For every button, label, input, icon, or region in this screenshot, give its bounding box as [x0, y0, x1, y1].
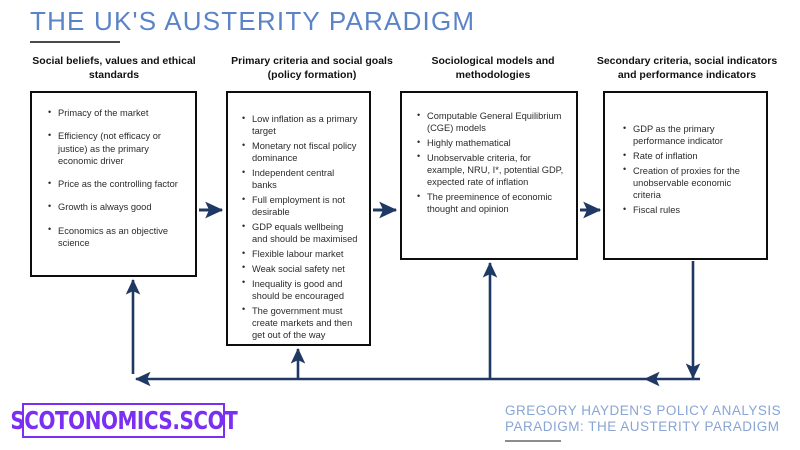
list-item: Creation of proxies for the unobservable… [621, 164, 756, 202]
column-header-2: Primary criteria and social goals (polic… [231, 55, 393, 82]
list-item: Highly mathematical [415, 137, 566, 149]
list-item: The government must create markets and t… [240, 304, 361, 342]
list-item: Monetary not fiscal policy dominance [240, 140, 361, 165]
list-item: Fiscal rules [621, 204, 756, 216]
list-item: Inequality is good and should be encoura… [240, 277, 361, 303]
list-item: Independent central banks [240, 167, 361, 192]
flow-box-sociological-models: Computable General Equilibrium (CGE) mod… [400, 91, 578, 260]
logo-text: SCOTONOMICS.SCOT [10, 406, 237, 435]
list-item: Rate of inflation [621, 150, 756, 162]
caption-line-1: GREGORY HAYDEN'S POLICY ANALYSIS [505, 403, 782, 418]
list-item: The preeminence of economic thought and … [415, 191, 566, 216]
flow-box-secondary-criteria: GDP as the primary performance indicator… [603, 91, 768, 260]
list-item: GDP as the primary performance indicator [621, 123, 756, 148]
scotonomics-logo: SCOTONOMICS.SCOT [10, 403, 237, 438]
bullet-list-3: Computable General Equilibrium (CGE) mod… [402, 93, 576, 216]
list-item: Weak social safety net [240, 262, 361, 275]
caption-line-2: PARADIGM: THE AUSTERITY PARADIGM [505, 419, 780, 435]
column-header-3: Sociological models and methodologies [431, 55, 555, 82]
list-item: Efficiency (not efficacy or justice) as … [46, 130, 185, 167]
page-title: THE UK'S AUSTERITY PARADIGM [30, 6, 476, 36]
column-header-4: Secondary criteria, social indicators an… [596, 55, 778, 82]
list-item: Full employment is not desirable [240, 194, 361, 219]
flow-box-social-beliefs: Primacy of the market Efficiency (not ef… [30, 91, 197, 277]
list-item: Unobservable criteria, for example, NRU,… [415, 151, 566, 189]
list-item: Economics as an objective science [46, 224, 185, 250]
list-item: Computable General Equilibrium (CGE) mod… [415, 110, 566, 135]
caption-underline-rule [505, 440, 561, 442]
list-item: GDP equals wellbeing and should be maxim… [240, 221, 361, 246]
list-item: Price as the controlling factor [46, 178, 185, 190]
bullet-list-2: Low inflation as a primary target Moneta… [228, 93, 369, 342]
list-item: Low inflation as a primary target [240, 113, 361, 138]
bullet-list-4: GDP as the primary performance indicator… [605, 93, 766, 216]
list-item: Flexible labour market [240, 248, 361, 260]
list-item: Growth is always good [46, 201, 185, 213]
column-header-1: Social beliefs, values and ethical stand… [32, 55, 196, 82]
title-underline-rule [30, 41, 120, 43]
list-item: Primacy of the market [46, 106, 185, 119]
flow-box-primary-criteria: Low inflation as a primary target Moneta… [226, 91, 371, 346]
bullet-list-1: Primacy of the market Efficiency (not ef… [32, 93, 195, 249]
slide-caption: GREGORY HAYDEN'S POLICY ANALYSIS PARADIG… [505, 403, 795, 436]
